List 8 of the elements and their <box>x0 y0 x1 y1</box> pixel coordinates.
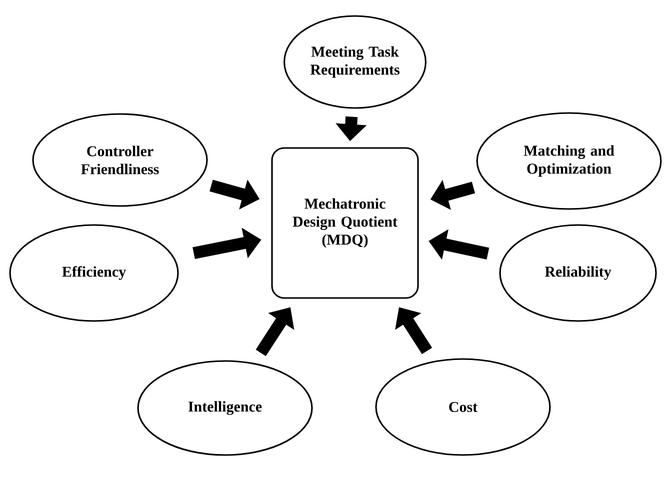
ellipse-node: Reliability <box>499 224 657 322</box>
ellipse-node: Meeting Task Requirements <box>284 15 426 109</box>
ellipse-node: Efficiency <box>9 224 179 322</box>
ellipse-node: Controller Friendliness <box>32 113 208 207</box>
ellipse-node: Matching and Optimization <box>476 112 662 210</box>
ellipse-node: Intelligence <box>137 360 313 456</box>
rounded-box: Mechatronic Design Quotient (MDQ) <box>271 147 419 299</box>
ellipse-node: Cost <box>375 358 551 456</box>
